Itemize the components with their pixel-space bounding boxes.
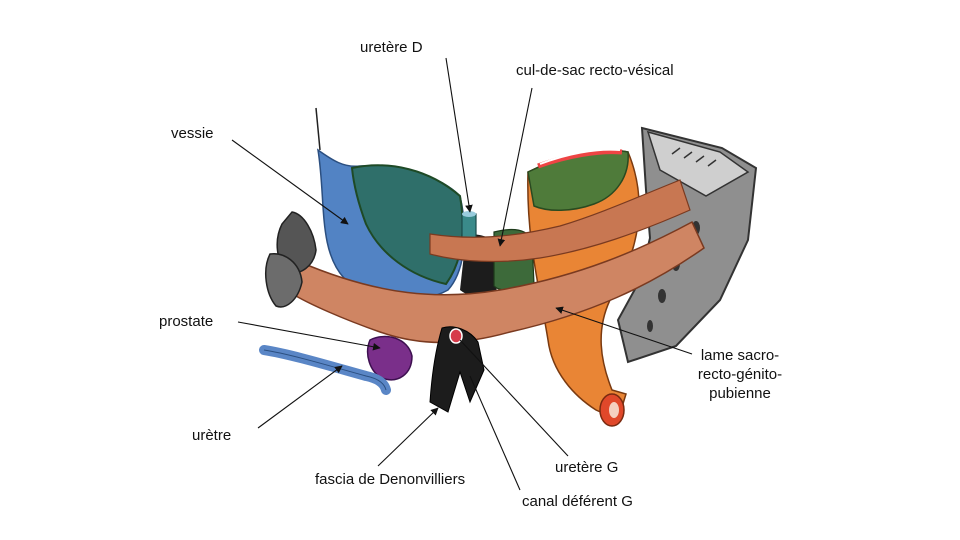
label-lame: lame sacro- recto-génito- pubienne bbox=[680, 346, 800, 403]
label-vessie: vessie bbox=[171, 125, 214, 142]
leader-canal bbox=[469, 375, 521, 491]
label-fascia: fascia de Denonvilliers bbox=[315, 471, 466, 488]
leader-ureter-g bbox=[459, 339, 569, 457]
label-lame-line-2: recto-génito- bbox=[697, 366, 783, 383]
bladder-shape bbox=[315, 107, 466, 300]
label-ureter-d: uretère D bbox=[360, 39, 423, 56]
pubis-shape bbox=[264, 211, 317, 308]
leader-lame bbox=[555, 306, 693, 355]
label-cul-de-sac: cul-de-sac recto-vésical bbox=[516, 62, 674, 79]
leader-cul-de-sac bbox=[497, 87, 533, 247]
leader-uretre bbox=[257, 365, 343, 429]
fascia-shape bbox=[429, 326, 485, 413]
leader-lines bbox=[231, 57, 693, 491]
label-lame-line-3: pubienne bbox=[709, 385, 771, 402]
label-canal-deferent: canal déférent G bbox=[522, 493, 633, 510]
leader-fascia bbox=[377, 407, 439, 467]
leader-prostate bbox=[237, 321, 381, 351]
urethra-shape bbox=[259, 345, 391, 395]
leader-ureter-d bbox=[445, 57, 473, 213]
label-prostate: prostate bbox=[159, 313, 214, 330]
leader-vessie bbox=[231, 139, 349, 225]
label-uretre: urètre bbox=[192, 427, 232, 444]
ureter-right-shape bbox=[461, 211, 477, 241]
lamina-shape bbox=[295, 179, 705, 344]
label-ureter-g: uretère G bbox=[555, 459, 619, 476]
label-lame-line-1: lame sacro- bbox=[700, 347, 780, 364]
